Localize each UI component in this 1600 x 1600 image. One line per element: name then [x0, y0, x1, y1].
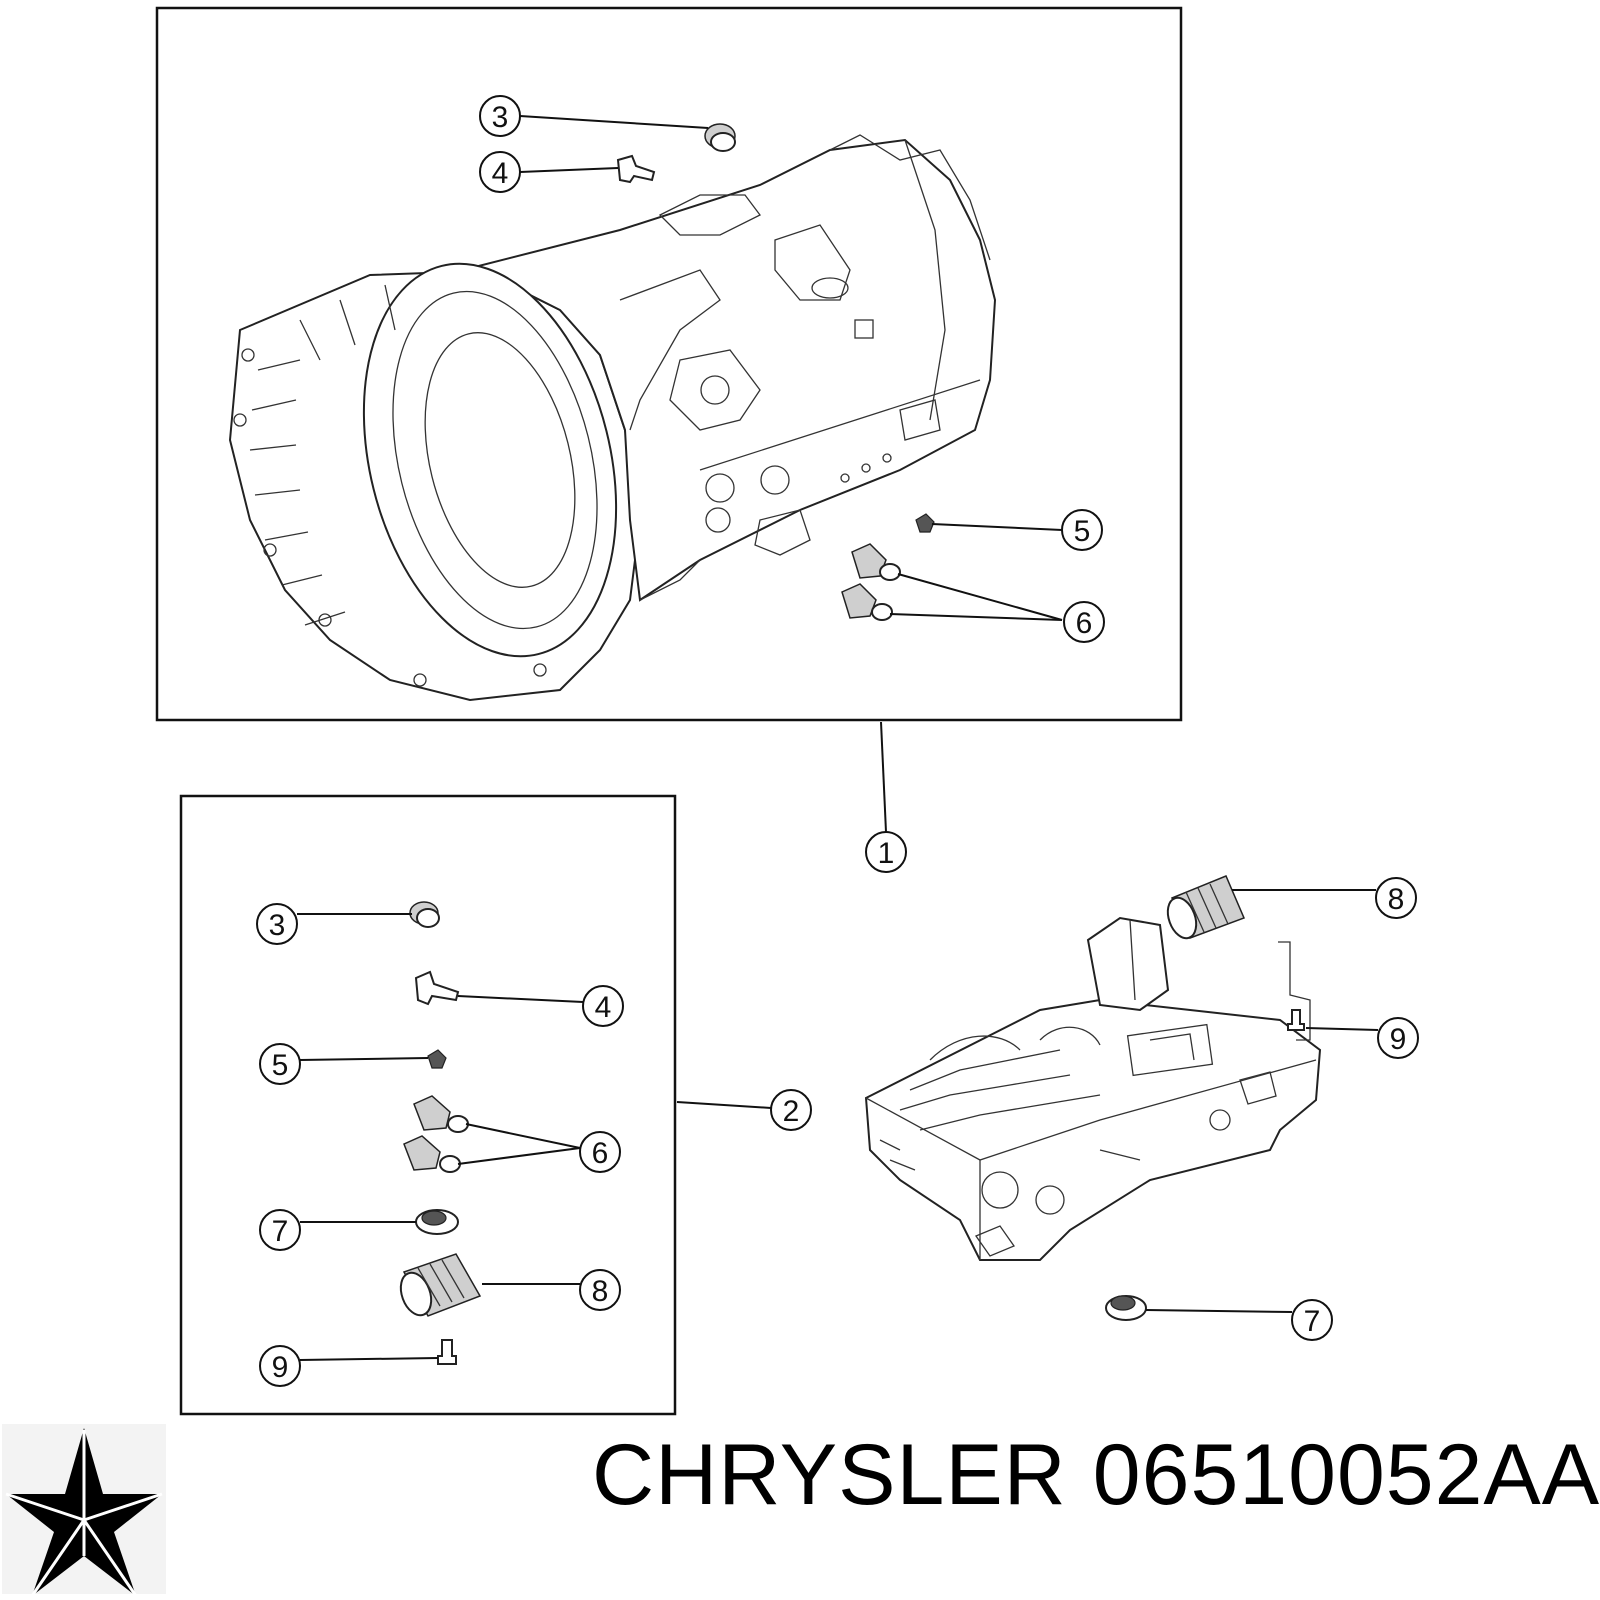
transmission-housing-illustration: [228, 134, 997, 702]
dowel-part-4-top: [616, 154, 656, 184]
svg-text:1: 1: [878, 837, 895, 870]
callout-7-vb: 7: [1291, 1299, 1333, 1341]
transmission-housing-frame: [155, 6, 1183, 722]
svg-text:5: 5: [272, 1049, 289, 1082]
chrysler-pentastar-logo: [2, 1424, 166, 1597]
seal-part-7-vb: [1105, 1295, 1147, 1321]
plug-part-3-top: [704, 123, 736, 152]
plug-part-5-kit: [427, 1049, 447, 1069]
fitting-part-6-kit: [403, 1095, 469, 1173]
fitting-part-6-top: [841, 543, 901, 621]
svg-text:3: 3: [269, 909, 286, 942]
dowel-part-4-kit: [414, 970, 460, 1006]
svg-text:4: 4: [492, 157, 509, 190]
callout-9-kit: 9: [259, 1345, 301, 1387]
callout-8-vb: 8: [1375, 877, 1417, 919]
svg-text:2: 2: [783, 1095, 800, 1128]
callout-4-top: 4: [479, 151, 521, 193]
svg-text:7: 7: [272, 1215, 289, 1248]
svg-text:8: 8: [1388, 883, 1405, 916]
callout-4-kit: 4: [582, 985, 624, 1027]
connector-sleeve-part-8-kit: [399, 1253, 482, 1317]
svg-text:9: 9: [272, 1351, 289, 1384]
callout-1: 1: [865, 831, 907, 873]
seal-part-7-kit: [415, 1209, 459, 1235]
valve-body-illustration: [864, 916, 1322, 1261]
callout-6-top: 6: [1063, 601, 1105, 643]
callout-2: 2: [770, 1089, 812, 1131]
svg-text:7: 7: [1304, 1305, 1321, 1338]
callout-3-top: 3: [479, 95, 521, 137]
bolt-part-9-vb: [1287, 1009, 1305, 1031]
bolt-part-9-kit: [437, 1339, 457, 1365]
svg-text:4: 4: [595, 991, 612, 1024]
connector-sleeve-part-8-vb: [1166, 875, 1246, 940]
svg-text:9: 9: [1390, 1023, 1407, 1056]
svg-text:3: 3: [492, 101, 509, 134]
plug-part-5-top: [915, 513, 935, 533]
callout-5-top: 5: [1061, 509, 1103, 551]
part-number: 06510052AA: [1092, 1427, 1600, 1523]
callout-6-kit: 6: [579, 1131, 621, 1173]
callout-9-vb: 9: [1377, 1017, 1419, 1059]
brand-name: CHRYSLER: [592, 1427, 1067, 1523]
callout-8-kit: 8: [579, 1269, 621, 1311]
svg-text:8: 8: [592, 1275, 609, 1308]
callout-5-kit: 5: [259, 1043, 301, 1085]
svg-text:6: 6: [1076, 607, 1093, 640]
parts-kit-frame: [179, 794, 677, 1416]
svg-text:6: 6: [592, 1137, 609, 1170]
callout-3-kit: 3: [256, 903, 298, 945]
svg-text:5: 5: [1074, 515, 1091, 548]
plug-part-3-kit: [409, 901, 440, 928]
callout-7-kit: 7: [259, 1209, 301, 1251]
